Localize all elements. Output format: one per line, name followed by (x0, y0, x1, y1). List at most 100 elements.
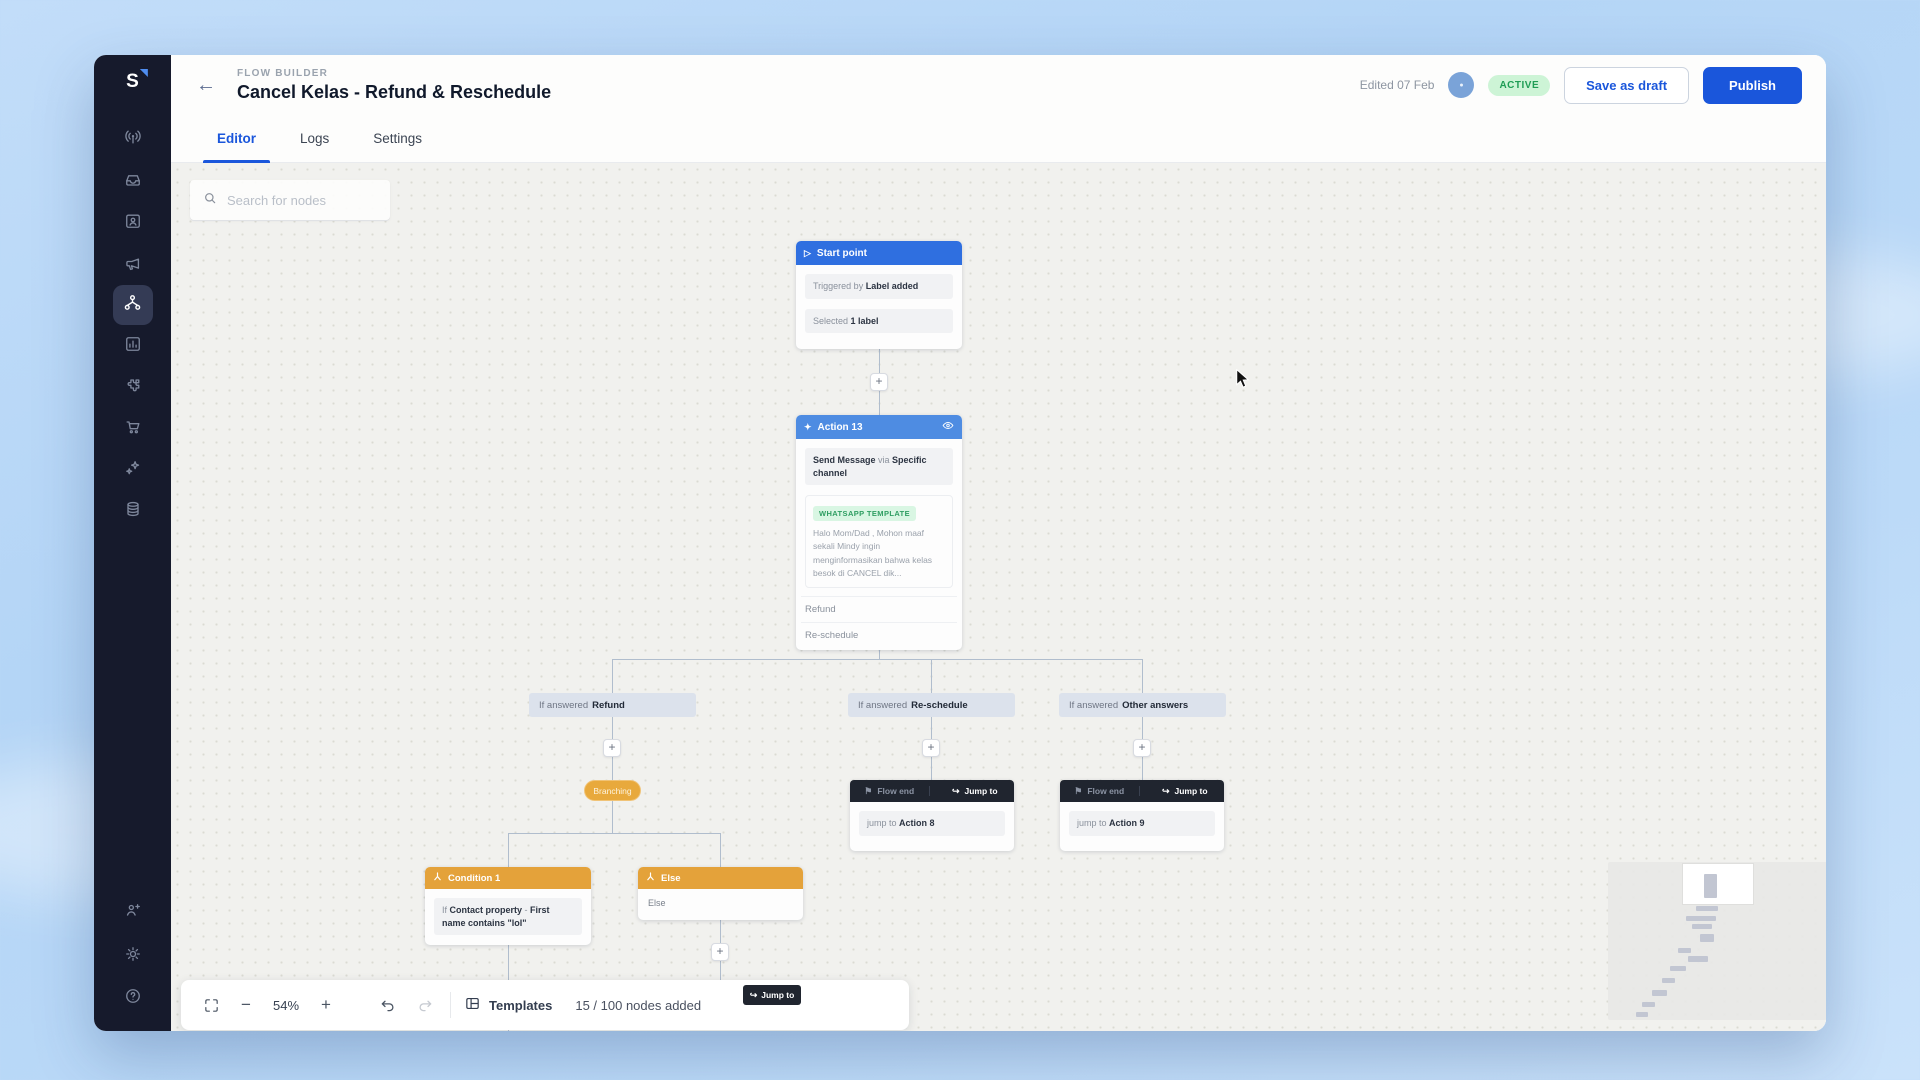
avatar[interactable]: ● (1448, 72, 1475, 98)
branch-label-other: If answered Other answers (1059, 693, 1226, 717)
templates-button[interactable]: Templates (464, 995, 552, 1015)
sparkles-icon (123, 458, 143, 483)
sidebar-item-integrations[interactable] (113, 368, 153, 408)
add-node-button[interactable]: + (603, 739, 621, 757)
branch-icon (646, 871, 655, 885)
tab-editor[interactable]: Editor (195, 115, 278, 163)
back-button[interactable]: ← (196, 73, 216, 96)
add-node-button[interactable]: + (711, 943, 729, 961)
sidebar-item-help[interactable] (113, 978, 153, 1018)
trigger-row: Triggered by Label added (805, 274, 953, 299)
node-title: Action 13 (817, 421, 863, 433)
publish-button[interactable]: Publish (1703, 66, 1802, 104)
mouse-cursor (1235, 368, 1251, 394)
sidebar-item-commerce[interactable] (113, 409, 153, 449)
flag-icon: ⚑ (1074, 785, 1083, 796)
sidebar-item-contacts[interactable] (113, 203, 153, 243)
app-logo: S (94, 67, 171, 97)
person-add-icon (123, 900, 143, 925)
zoom-level: 54% (272, 997, 300, 1013)
sidebar-item-flow-builder[interactable] (112, 285, 153, 325)
connector-line (508, 833, 721, 834)
node-title: Condition 1 (448, 872, 501, 884)
flow-end-option[interactable]: ⚑Flow end (850, 786, 930, 796)
sidebar-item-analytics[interactable] (113, 326, 153, 366)
undo-button[interactable] (376, 993, 400, 1017)
bar-chart-icon (123, 334, 143, 359)
branch-icon (433, 871, 442, 885)
branch-label-refund: If answered Refund (529, 693, 696, 717)
contacts-icon (123, 211, 143, 236)
sidebar-item-inbox[interactable] (113, 162, 153, 202)
node-title: Start point (816, 247, 867, 259)
node-jump-action-8[interactable]: ⚑Flow end ↪Jump to jump to Action 8 (850, 780, 1014, 851)
sidebar: S (94, 55, 171, 1031)
gear-icon (123, 944, 143, 969)
tab-bar: Editor Logs Settings (171, 115, 1826, 163)
node-action-13[interactable]: ✦ Action 13 Send Message via Specific ch… (796, 415, 962, 650)
reply-option: Refund (801, 595, 957, 622)
message-text: Halo Mom/Dad , Mohon maaf sekali Mindy i… (813, 528, 933, 578)
node-else[interactable]: Else Else (638, 867, 803, 920)
help-icon (123, 986, 143, 1011)
main-panel: ← FLOW BUILDER Cancel Kelas - Refund & R… (171, 55, 1826, 1031)
sidebar-item-campaigns[interactable] (113, 246, 153, 286)
node-jump-partial[interactable]: ↪ Jump to (743, 985, 801, 1005)
nodes-count: 15 / 100 nodes added (575, 997, 702, 1013)
jump-to-option[interactable]: ↪Jump to (1161, 785, 1208, 796)
eye-icon[interactable] (942, 421, 954, 433)
connector-line (612, 801, 613, 833)
else-label: Else (648, 898, 666, 908)
templates-icon (464, 995, 481, 1015)
node-jump-action-9[interactable]: ⚑Flow end ↪Jump to jump to Action 9 (1060, 780, 1224, 851)
tab-settings[interactable]: Settings (373, 131, 423, 146)
action-summary: Send Message via Specific channel (805, 448, 953, 486)
connector-line (612, 659, 613, 693)
app-window: S (94, 55, 1826, 1031)
title-block: FLOW BUILDER Cancel Kelas - Refund & Res… (237, 68, 551, 103)
zoom-out-button[interactable]: − (241, 995, 251, 1014)
zoom-in-button[interactable]: + (321, 995, 331, 1014)
node-condition-1[interactable]: Condition 1 If Contact property - First … (425, 867, 591, 945)
add-node-button[interactable]: + (870, 373, 888, 391)
jump-icon: ↪ (749, 989, 758, 1000)
sidebar-item-settings[interactable] (113, 936, 153, 976)
flow-canvas[interactable]: + + + + + ▷ Start point Triggered by Lab… (171, 163, 1826, 1031)
sidebar-item-ai[interactable] (113, 450, 153, 490)
add-node-button[interactable]: + (922, 739, 940, 757)
fit-view-button[interactable] (199, 993, 223, 1017)
connector-line (612, 659, 1142, 660)
page-title: Cancel Kelas - Refund & Reschedule (237, 81, 552, 102)
broadcast-icon (123, 127, 143, 152)
connector-line (1142, 659, 1143, 693)
sidebar-item-data[interactable] (113, 491, 153, 531)
redo-button[interactable] (413, 993, 437, 1017)
flag-icon: ⚑ (864, 785, 873, 796)
inbox-icon (123, 170, 143, 195)
tab-logs[interactable]: Logs (300, 131, 330, 146)
node-search (190, 180, 390, 220)
jump-to-option[interactable]: ↪Jump to (951, 785, 998, 796)
minimap-viewport[interactable] (1683, 864, 1753, 904)
sidebar-item-invite[interactable] (113, 892, 153, 932)
minimap[interactable] (1608, 862, 1826, 1020)
flow-end-option[interactable]: ⚑Flow end (1060, 786, 1140, 796)
action-icon: ✦ (804, 421, 812, 432)
puzzle-icon (123, 376, 143, 401)
save-draft-button[interactable]: Save as draft (1564, 66, 1690, 104)
jump-target: jump to Action 9 (1069, 811, 1215, 836)
condition-rule: If Contact property - First name contain… (434, 898, 582, 936)
jump-icon: ↪ (1161, 785, 1170, 796)
sidebar-item-broadcast[interactable] (113, 119, 153, 159)
status-badge: ACTIVE (1488, 74, 1551, 96)
app-header: ← FLOW BUILDER Cancel Kelas - Refund & R… (171, 55, 1826, 115)
reply-option: Re-schedule (801, 621, 957, 648)
node-start-point[interactable]: ▷ Start point Triggered by Label added S… (796, 241, 962, 349)
add-node-button[interactable]: + (1133, 739, 1151, 757)
branch-label-reschedule: If answered Re-schedule (848, 693, 1015, 717)
branching-node[interactable]: Branching (584, 780, 641, 801)
selected-label-row: Selected 1 label (805, 308, 953, 334)
connector-line (931, 659, 932, 693)
node-title: Else (661, 872, 681, 884)
search-input[interactable] (227, 192, 378, 208)
